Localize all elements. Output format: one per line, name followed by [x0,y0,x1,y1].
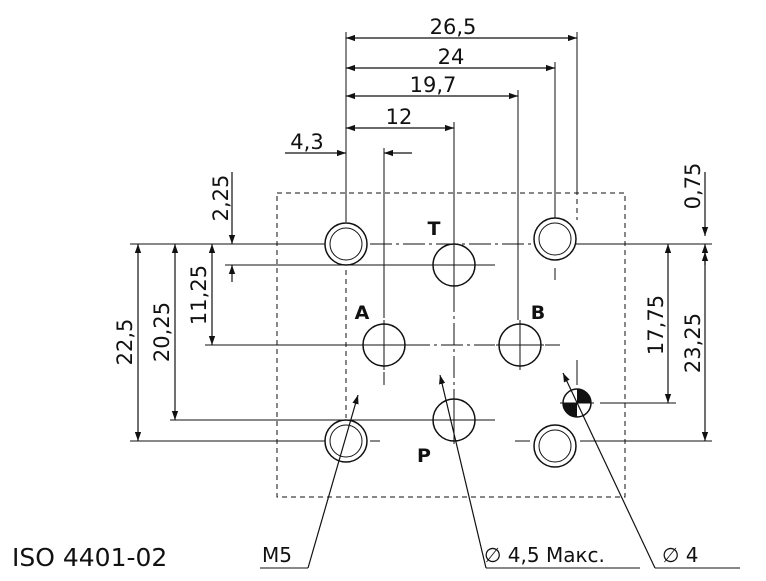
dim-11-25: 11,25 [187,265,211,325]
thread-hole-top-left [324,222,368,266]
dim-20-25: 20,25 [150,302,174,362]
dim-26-5: 26,5 [430,15,477,39]
port-label-t: T [428,218,441,240]
callout-thread: M5 [262,543,292,567]
port-label-b: B [531,302,545,324]
callout-port-diameter: ∅ 4,5 Макс. [484,543,605,567]
dim-23-25: 23,25 [681,313,705,373]
dim-2-25: 2,25 [209,175,233,222]
port-holes [360,240,544,444]
thread-hole-top-right [533,217,577,261]
port-label-a: A [355,302,370,324]
dim-0-75: 0,75 [681,163,705,210]
dim-17-75: 17,75 [644,295,668,355]
dim-4-3: 4,3 [290,130,323,154]
callout-pin-diameter: ∅ 4 [662,543,699,567]
dim-22-5: 22,5 [113,319,137,366]
port-label-p: P [417,445,431,467]
right-dimensions [664,172,709,441]
thread-hole-bottom-right [533,424,577,468]
dim-12: 12 [386,105,413,129]
leader-lines [260,372,740,569]
standard-label: ISO 4401-02 [12,543,167,572]
thread-hole-bottom-left [324,419,368,463]
dim-24: 24 [438,45,465,69]
left-dimensions [134,172,236,441]
dim-19-7: 19,7 [410,73,457,97]
top-dimensions [285,34,577,157]
horizontal-centerlines [130,243,712,442]
thread-holes [324,217,577,468]
